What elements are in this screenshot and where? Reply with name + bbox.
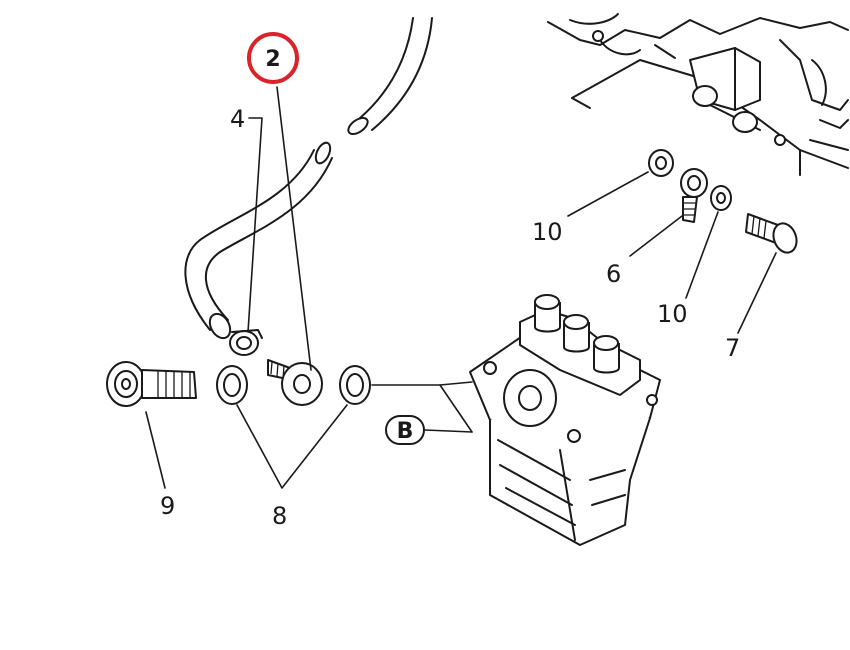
callout-label-10-lower: 10: [657, 300, 688, 328]
callout-2: 2: [247, 32, 299, 84]
highlight-ring: [247, 32, 299, 84]
washer-right: [339, 365, 371, 405]
view-ref-label: B: [397, 419, 414, 444]
fuel-hose-lower: [184, 141, 333, 340]
bolt: [745, 213, 798, 254]
callout-label-6: 6: [606, 260, 621, 288]
leader-lines: [145, 86, 777, 489]
callout-label-7: 7: [725, 334, 740, 362]
injection-pump: [469, 294, 661, 546]
hose-clamp: [229, 329, 263, 356]
banjo-fitting: [267, 359, 323, 406]
callout-label-8: 8: [272, 502, 287, 530]
banjo-bolt-small: [680, 168, 708, 223]
view-ref-marker: B: [385, 415, 425, 445]
engine-block-drawing: [547, 13, 849, 176]
washer-left: [216, 365, 248, 405]
washer-upper: [648, 149, 674, 177]
fuel-hose-upper: [347, 17, 433, 135]
callout-label-9: 9: [160, 492, 175, 520]
banjo-bolt: [106, 361, 197, 407]
callout-label-4: 4: [230, 105, 245, 133]
callout-label-10-upper: 10: [532, 218, 563, 246]
washer-lower: [710, 185, 732, 211]
callout-label-2: 2: [265, 47, 280, 72]
